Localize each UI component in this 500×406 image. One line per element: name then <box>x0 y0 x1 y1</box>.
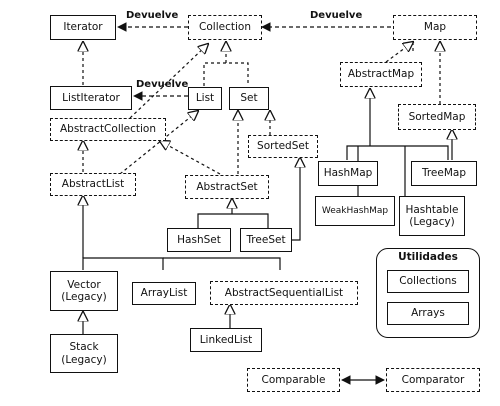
iterator-node: Iterator <box>50 15 116 40</box>
abstract-map-node: AbstractMap <box>340 62 422 87</box>
edge-list-set-collection <box>203 62 249 86</box>
comparator-node: Comparator <box>386 368 480 392</box>
edge-label-list-listiterator: Devuelve <box>136 79 189 90</box>
abstract-collection-node: AbstractCollection <box>50 118 166 141</box>
collections-node: Collections <box>387 270 469 293</box>
collection-node: Collection <box>188 15 262 40</box>
edge-absset-abscol <box>160 141 221 175</box>
abstract-set-node: AbstractSet <box>185 175 269 199</box>
edge-absmap-map <box>385 42 413 63</box>
stack-node: Stack (Legacy) <box>50 334 118 373</box>
weak-hash-map-node: WeakHashMap <box>315 196 395 226</box>
tree-set-node: TreeSet <box>240 228 292 252</box>
edge-hashset-treeset-absset <box>197 213 269 228</box>
edge-maps-absmap <box>346 145 449 160</box>
set-node: Set <box>229 87 269 110</box>
list-iterator-node: ListIterator <box>50 86 132 110</box>
linked-list-node: LinkedList <box>190 328 262 352</box>
edge-label-map-collection: Devuelve <box>310 10 363 21</box>
hash-set-node: HashSet <box>167 228 231 252</box>
arrays-node: Arrays <box>387 302 469 325</box>
edge-abslist-list <box>119 111 198 175</box>
edge-lists-abslist <box>82 257 164 270</box>
edge-label-collection-iterator: Devuelve <box>126 10 179 21</box>
array-list-node: ArrayList <box>132 282 196 305</box>
vector-node: Vector (Legacy) <box>50 271 118 311</box>
abstract-list-node: AbstractList <box>50 173 136 196</box>
utilities-title: Utilidades <box>398 251 458 263</box>
map-node: Map <box>393 15 477 40</box>
abstract-sequential-list-node: AbstractSequentialList <box>210 281 358 305</box>
hashtable-node: Hashtable (Legacy) <box>399 196 465 236</box>
edge-treeset-sortedset <box>290 158 300 241</box>
list-node: List <box>188 87 222 110</box>
sorted-set-node: SortedSet <box>248 135 318 158</box>
tree-map-node: TreeMap <box>411 161 477 186</box>
hash-map-node: HashMap <box>318 161 378 186</box>
sorted-map-node: SortedMap <box>398 104 476 130</box>
comparable-node: Comparable <box>247 368 340 392</box>
